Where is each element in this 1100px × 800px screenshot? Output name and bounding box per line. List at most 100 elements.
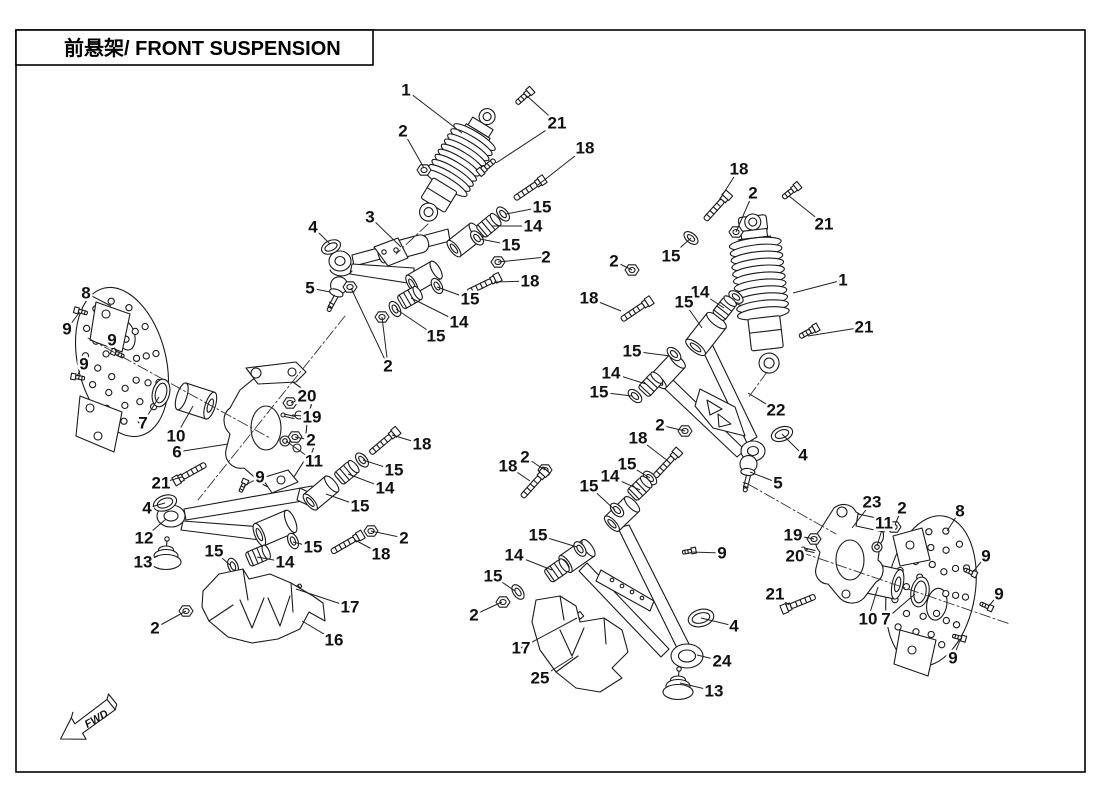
leader-line-16	[301, 620, 335, 641]
leader-line-1	[792, 279, 844, 294]
shock-absorber-left	[419, 108, 496, 222]
leader-line-18	[493, 280, 531, 283]
disc-hole	[81, 352, 90, 360]
leader-line-15	[492, 575, 516, 592]
leader-line-18	[717, 168, 740, 203]
ball-joint-boot-13	[150, 536, 182, 571]
seal-ring-left	[151, 378, 171, 408]
callout-4: 4	[142, 499, 152, 518]
leader-line-15	[683, 301, 703, 329]
bushing-14	[244, 543, 273, 568]
leader-line-21	[774, 593, 790, 606]
leader-line-14	[256, 556, 286, 563]
callout-14: 14	[505, 546, 524, 565]
disc-hole	[942, 589, 950, 598]
centerlines	[87, 223, 1011, 625]
seal-ring-right	[910, 576, 930, 608]
callout-2: 2	[609, 252, 618, 271]
callout-7: 7	[881, 610, 890, 629]
fwd-label: FWD	[83, 708, 111, 731]
callout-13: 13	[705, 682, 724, 701]
washer-11	[279, 435, 291, 447]
leader-line-18	[507, 465, 531, 482]
leader-line-4	[781, 433, 804, 456]
bolt-18	[701, 189, 734, 224]
leader-line-9	[243, 476, 261, 487]
callout-2: 2	[150, 619, 159, 638]
leader-line-14	[410, 297, 460, 323]
leader-line-10	[867, 586, 879, 620]
leader-line-11	[876, 522, 885, 547]
leader-line-21	[807, 326, 865, 337]
nut-2	[416, 164, 432, 176]
callout-14: 14	[450, 313, 469, 332]
leader-line-4	[312, 226, 331, 245]
disc-hole	[927, 630, 935, 639]
callout-14: 14	[376, 479, 395, 498]
disc-hole	[894, 623, 902, 631]
callout-21: 21	[548, 114, 567, 133]
callout-10: 10	[859, 610, 878, 629]
callout-21: 21	[815, 215, 834, 234]
leader-line-9	[987, 593, 1000, 608]
callout-8: 8	[955, 502, 964, 521]
disc-hole	[136, 398, 144, 406]
disc-hole	[142, 352, 150, 360]
callout-15: 15	[427, 327, 446, 346]
callout-14: 14	[276, 553, 295, 572]
steering-knuckle-left	[223, 361, 315, 494]
callout-9: 9	[107, 331, 116, 350]
callout-14: 14	[602, 364, 621, 383]
leader-line-14	[610, 372, 647, 385]
callout-8: 8	[81, 284, 90, 303]
leader-line-12	[143, 518, 167, 539]
leader-line-8	[946, 510, 961, 532]
bolt-18	[518, 466, 551, 501]
disc-hole	[928, 560, 936, 569]
callout-leaders	[66, 89, 1000, 692]
callout-11: 11	[305, 452, 323, 471]
callout-15: 15	[662, 247, 681, 266]
callout-15: 15	[533, 198, 552, 217]
callout-23: 23	[863, 493, 882, 512]
leader-line-9	[111, 339, 117, 353]
leader-line-6	[176, 443, 229, 453]
callout-21: 21	[766, 585, 785, 604]
disc-hole	[121, 384, 129, 392]
leader-line-18	[537, 147, 586, 186]
leader-line-21	[160, 476, 183, 484]
bolt-18	[618, 295, 655, 324]
callout-25: 25	[531, 669, 550, 688]
callout-5: 5	[305, 279, 314, 298]
leader-line-14	[347, 473, 386, 489]
callout-15: 15	[618, 455, 637, 474]
spacer-left	[174, 382, 218, 420]
callout-4: 4	[729, 617, 739, 636]
callout-2: 2	[383, 357, 392, 376]
callout-17: 17	[341, 598, 360, 617]
leader-line-2	[381, 316, 389, 367]
callout-18: 18	[730, 160, 749, 179]
bolt-21	[513, 85, 536, 107]
disc-hole	[942, 616, 950, 625]
disc-hole	[938, 641, 946, 649]
callout-15: 15	[484, 567, 503, 586]
disc-hole	[141, 322, 149, 331]
ball-joint-boot-13	[662, 666, 694, 701]
callout-18: 18	[413, 435, 432, 454]
callout-6: 6	[172, 443, 181, 462]
disc-hole	[961, 593, 970, 601]
leader-line-21	[495, 122, 558, 164]
callout-24: 24	[713, 652, 732, 671]
nut-20	[282, 397, 298, 409]
leader-line-21	[788, 195, 825, 225]
disc-hole	[88, 380, 97, 389]
callout-21: 21	[855, 318, 874, 337]
callout-15: 15	[529, 526, 548, 545]
leader-line-11	[285, 440, 315, 462]
callout-20: 20	[786, 547, 805, 566]
leader-line-23	[851, 501, 873, 529]
callout-18: 18	[521, 272, 540, 291]
callout-19: 19	[784, 526, 803, 545]
leader-line-9	[66, 312, 80, 330]
